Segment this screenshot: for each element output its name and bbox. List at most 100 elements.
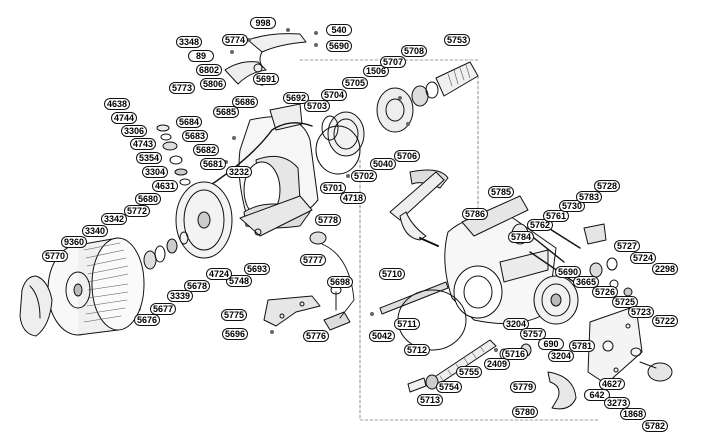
bail-arm-part xyxy=(224,33,307,85)
part-callout-5781: 5781 xyxy=(569,340,596,352)
bail-wire xyxy=(199,122,313,193)
part-callout-4744: 4744 xyxy=(111,112,138,124)
part-callout-5713: 5713 xyxy=(417,394,444,406)
reel-body xyxy=(444,195,557,325)
part-callout-5770: 5770 xyxy=(42,250,69,262)
part-callout-5693: 5693 xyxy=(244,263,271,275)
part-callout-5680: 5680 xyxy=(135,193,162,205)
part-callout-5773: 5773 xyxy=(169,82,196,94)
reel-foot xyxy=(263,231,355,331)
part-callout-4638: 4638 xyxy=(104,98,131,110)
handle-arm xyxy=(389,169,449,247)
part-callout-5684: 5684 xyxy=(176,116,203,128)
part-callout-5042: 5042 xyxy=(369,330,396,342)
part-callout-3273: 3273 xyxy=(604,397,631,409)
part-callout-5723: 5723 xyxy=(628,306,655,318)
part-callout-5762: 5762 xyxy=(527,219,554,231)
part-callout-3340: 3340 xyxy=(82,225,109,237)
part-callout-3342: 3342 xyxy=(101,213,128,225)
part-callout-5705: 5705 xyxy=(342,77,369,89)
part-callout-5704: 5704 xyxy=(321,89,348,101)
part-callout-5707: 5707 xyxy=(380,56,407,68)
part-callout-4743: 4743 xyxy=(130,138,157,150)
part-callout-5730: 5730 xyxy=(559,200,586,212)
part-callout-5702: 5702 xyxy=(351,170,378,182)
drag-knob xyxy=(19,275,53,337)
part-callout-5354: 5354 xyxy=(136,152,163,164)
part-callout-5776: 5776 xyxy=(303,330,330,342)
part-callout-5677: 5677 xyxy=(150,303,177,315)
part-callout-5774: 5774 xyxy=(222,34,249,46)
part-callout-3232: 3232 xyxy=(226,166,253,178)
part-callout-4631: 4631 xyxy=(152,180,179,192)
part-callout-998: 998 xyxy=(250,17,276,29)
part-callout-5753: 5753 xyxy=(444,34,471,46)
part-callout-5778: 5778 xyxy=(315,214,342,226)
part-callout-5783: 5783 xyxy=(576,191,603,203)
part-callout-5708: 5708 xyxy=(401,45,428,57)
part-callout-3665: 3665 xyxy=(573,276,600,288)
part-callout-5786: 5786 xyxy=(462,208,489,220)
part-callout-3339: 3339 xyxy=(167,290,194,302)
line-roller-stack xyxy=(156,124,191,186)
part-callout-5748: 5748 xyxy=(226,275,253,287)
part-callout-5728: 5728 xyxy=(594,180,621,192)
part-callout-5777: 5777 xyxy=(300,254,327,266)
part-callout-5040: 5040 xyxy=(370,158,397,170)
part-callout-5686: 5686 xyxy=(232,96,259,108)
part-callout-5696: 5696 xyxy=(222,328,249,340)
drive-gear xyxy=(533,275,579,325)
part-callout-4627: 4627 xyxy=(599,378,626,390)
part-callout-5726: 5726 xyxy=(592,286,619,298)
main-shaft xyxy=(379,281,449,315)
part-callout-5712: 5712 xyxy=(404,344,431,356)
part-callout-5725: 5725 xyxy=(612,296,639,308)
part-callout-5761: 5761 xyxy=(543,210,570,222)
part-callout-5724: 5724 xyxy=(630,252,657,264)
part-callout-4724: 4724 xyxy=(206,268,233,280)
part-callout-5780: 5780 xyxy=(512,406,539,418)
part-callout-5698: 5698 xyxy=(327,276,354,288)
part-callout-1506: 1506 xyxy=(363,65,390,77)
part-callout-5676: 5676 xyxy=(134,314,161,326)
rotor-cup xyxy=(175,181,233,259)
part-callout-3348: 3348 xyxy=(176,36,203,48)
handle-knob xyxy=(630,347,673,382)
part-callout-5757: 5757 xyxy=(520,328,547,340)
part-callout-5754: 5754 xyxy=(436,381,463,393)
part-callout-6802: 6802 xyxy=(196,64,223,76)
part-callout-3304: 3304 xyxy=(142,166,169,178)
part-callout-5685: 5685 xyxy=(213,106,240,118)
part-callout-5678: 5678 xyxy=(184,280,211,292)
part-callout-5806: 5806 xyxy=(200,78,227,90)
part-callout-5784: 5784 xyxy=(508,231,535,243)
part-callout-5711: 5711 xyxy=(394,318,420,330)
rotor-plate xyxy=(239,195,313,237)
part-callout-2409: 2409 xyxy=(484,358,511,370)
part-callout-5701: 5701 xyxy=(320,182,347,194)
part-callout-1868: 1868 xyxy=(620,408,647,420)
part-callout-3204b: 3204 xyxy=(548,350,575,362)
spool-washers xyxy=(143,231,189,270)
part-callout-5775: 5775 xyxy=(221,309,248,321)
part-callout-5785: 5785 xyxy=(488,186,515,198)
part-callout-5722: 5722 xyxy=(652,315,679,327)
part-callout-89: 89 xyxy=(188,50,214,62)
part-callout-5782: 5782 xyxy=(642,420,669,432)
part-callout-2298: 2298 xyxy=(652,263,679,275)
part-callout-5755: 5755 xyxy=(456,366,483,378)
part-callout-540: 540 xyxy=(326,24,352,36)
part-callout-5690b: 5690 xyxy=(555,266,582,278)
part-callout-5779: 5779 xyxy=(510,381,537,393)
spool xyxy=(47,237,145,336)
part-callout-5706: 5706 xyxy=(394,150,421,162)
part-callout-5682: 5682 xyxy=(193,144,220,156)
worm-shaft xyxy=(407,339,497,393)
part-callout-9360: 9360 xyxy=(61,236,88,248)
part-callout-5683: 5683 xyxy=(182,130,209,142)
part-callout-642: 642 xyxy=(584,389,610,401)
part-callout-3204: 3204 xyxy=(503,318,530,330)
part-callout-4718: 4718 xyxy=(340,192,367,204)
